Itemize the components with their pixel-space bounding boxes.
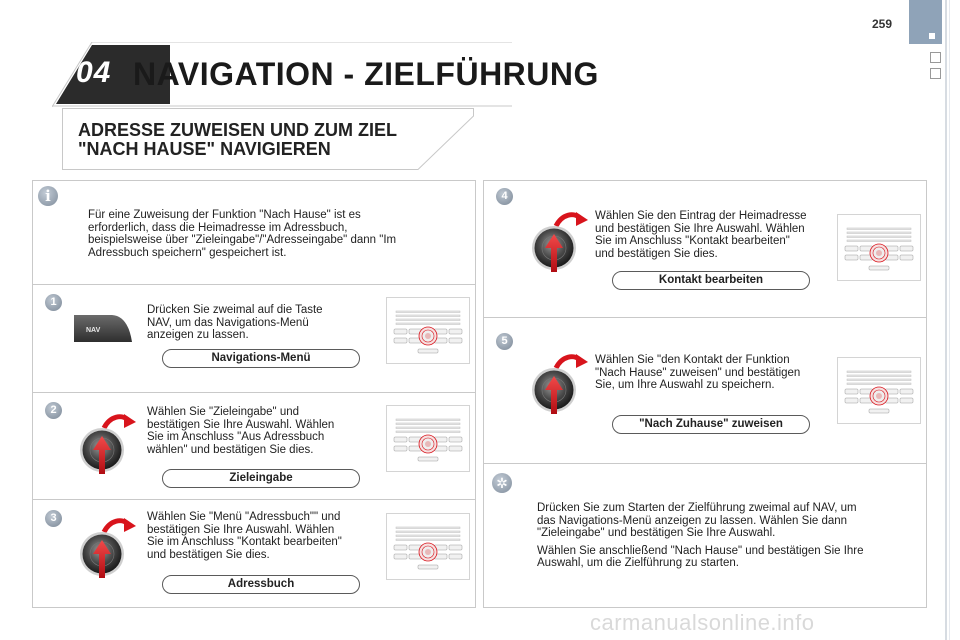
info-text: Für eine Zuweisung der Funktion "Nach Ha… xyxy=(88,209,468,259)
step-line: NAV, um das Navigations-Menü xyxy=(147,316,309,329)
menu-label-adressbuch: Adressbuch xyxy=(162,575,360,594)
info-line: erforderlich, dass die Heimadresse im Ad… xyxy=(88,221,348,234)
tip-line: Drücken Sie zum Starten der Zielführung … xyxy=(537,502,857,514)
info-line: Für eine Zuweisung der Funktion "Nach Ha… xyxy=(88,209,361,221)
rotary-knob-icon xyxy=(530,210,588,274)
step-line: bestätigen Sie Ihre Auswahl. Wählen xyxy=(147,418,335,431)
step-line: und bestätigen Sie dies. xyxy=(595,247,718,260)
divider xyxy=(32,392,476,393)
step-line: bestätigen Sie Ihre Auswahl. Wählen xyxy=(147,523,335,536)
section-title-line-1: ADRESSE ZUWEISEN UND ZUM ZIEL xyxy=(78,120,398,140)
step-1-text: Drücken Sie zweimal auf die Taste NAV, u… xyxy=(147,304,377,342)
page-number: 259 xyxy=(872,17,893,31)
tip-text: Drücken Sie zum Starten der Zielführung … xyxy=(537,502,917,570)
menu-label-nach-zuhause-zuweisen: "Nach Zuhause" zuweisen xyxy=(612,415,810,434)
tip-line: Auswahl, um die Zielführung zu starten. xyxy=(537,557,739,569)
tip-line: "Zieleingabe" und bestätigen Sie Ihre Au… xyxy=(537,527,776,539)
tab-square-1 xyxy=(930,52,941,63)
control-panel-thumbnail xyxy=(386,513,470,580)
step-line: "Nach Hause" zuweisen" und bestätigen xyxy=(595,366,801,379)
step-line: Wählen Sie den Eintrag der Heimadresse xyxy=(595,210,807,222)
info-icon: i xyxy=(38,186,58,206)
step-line: und bestätigen Sie dies. xyxy=(147,548,270,561)
step-line: Sie im Anschluss "Kontakt bearbeiten" xyxy=(595,235,790,247)
step-line: anzeigen zu lassen. xyxy=(147,329,249,341)
nav-button-icon: NAV xyxy=(74,315,132,342)
tab-square-2 xyxy=(930,68,941,79)
divider xyxy=(483,317,927,318)
chapter-tab-marker xyxy=(909,0,942,44)
info-line: Adressbuch speichern" gespeichert ist. xyxy=(88,246,287,259)
step-4-badge: 4 xyxy=(496,188,513,205)
step-line: Sie im Anschluss "Kontakt bearbeiten" xyxy=(147,536,342,548)
menu-label-navigations-menu: Navigations-Menü xyxy=(162,349,360,368)
rotary-knob-icon xyxy=(78,412,136,476)
control-panel-thumbnail xyxy=(837,357,921,424)
step-5-badge: 5 xyxy=(496,333,513,350)
step-2-text: Wählen Sie "Zieleingabe" und bestätigen … xyxy=(147,406,377,456)
control-panel-thumbnail xyxy=(386,297,470,364)
chapter-title: NAVIGATION - ZIELFÜHRUNG xyxy=(133,56,599,92)
step-3-badge: 3 xyxy=(45,510,62,527)
margin-rule-light xyxy=(949,0,950,640)
chapter-banner xyxy=(52,42,512,107)
step-1-badge: 1 xyxy=(45,294,62,311)
rotary-knob-icon xyxy=(78,516,136,580)
tip-line: das Navigations-Menü anzeigen zu lassen.… xyxy=(537,514,848,527)
step-line: Wählen Sie "Menü "Adressbuch"" und xyxy=(147,511,341,523)
step-line: und bestätigen Sie Ihre Auswahl. Wählen xyxy=(595,222,805,235)
step-2-badge: 2 xyxy=(45,402,62,419)
info-line: beispielsweise über "Zieleingabe"/"Adres… xyxy=(88,234,397,246)
margin-rule xyxy=(945,0,947,640)
section-title: ADRESSE ZUWEISEN UND ZUM ZIEL "NACH HAUS… xyxy=(78,121,397,159)
divider xyxy=(32,499,476,500)
step-line: Sie im Anschluss "Aus Adressbuch xyxy=(147,431,325,443)
step-line: Wählen Sie "Zieleingabe" und xyxy=(147,406,300,418)
menu-label-zieleingabe: Zieleingabe xyxy=(162,469,360,488)
control-panel-thumbnail xyxy=(837,214,921,281)
step-4-text: Wählen Sie den Eintrag der Heimadresse u… xyxy=(595,210,835,260)
sun-tip-icon: ✲ xyxy=(492,473,512,493)
watermark: carmanualsonline.info xyxy=(590,610,815,635)
control-panel-thumbnail xyxy=(386,405,470,472)
rotary-knob-icon xyxy=(530,352,588,416)
step-5-text: Wählen Sie "den Kontakt der Funktion "Na… xyxy=(595,354,835,392)
tip-line: Wählen Sie anschließend "Nach Hause" und… xyxy=(537,544,864,557)
divider xyxy=(483,463,927,464)
step-3-text: Wählen Sie "Menü "Adressbuch"" und bestä… xyxy=(147,511,377,561)
section-title-box xyxy=(62,108,474,170)
step-line: Sie, um Ihre Auswahl zu speichern. xyxy=(595,379,775,391)
menu-label-kontakt-bearbeiten: Kontakt bearbeiten xyxy=(612,271,810,290)
divider xyxy=(32,284,476,285)
step-line: wählen" und bestätigen Sie dies. xyxy=(147,443,314,456)
section-title-line-2: "NACH HAUSE" NAVIGIEREN xyxy=(78,139,331,159)
step-line: Drücken Sie zweimal auf die Taste xyxy=(147,304,323,316)
step-line: Wählen Sie "den Kontakt der Funktion xyxy=(595,354,790,366)
chapter-number: 04 xyxy=(76,56,112,89)
nav-key-label: NAV xyxy=(86,327,101,334)
